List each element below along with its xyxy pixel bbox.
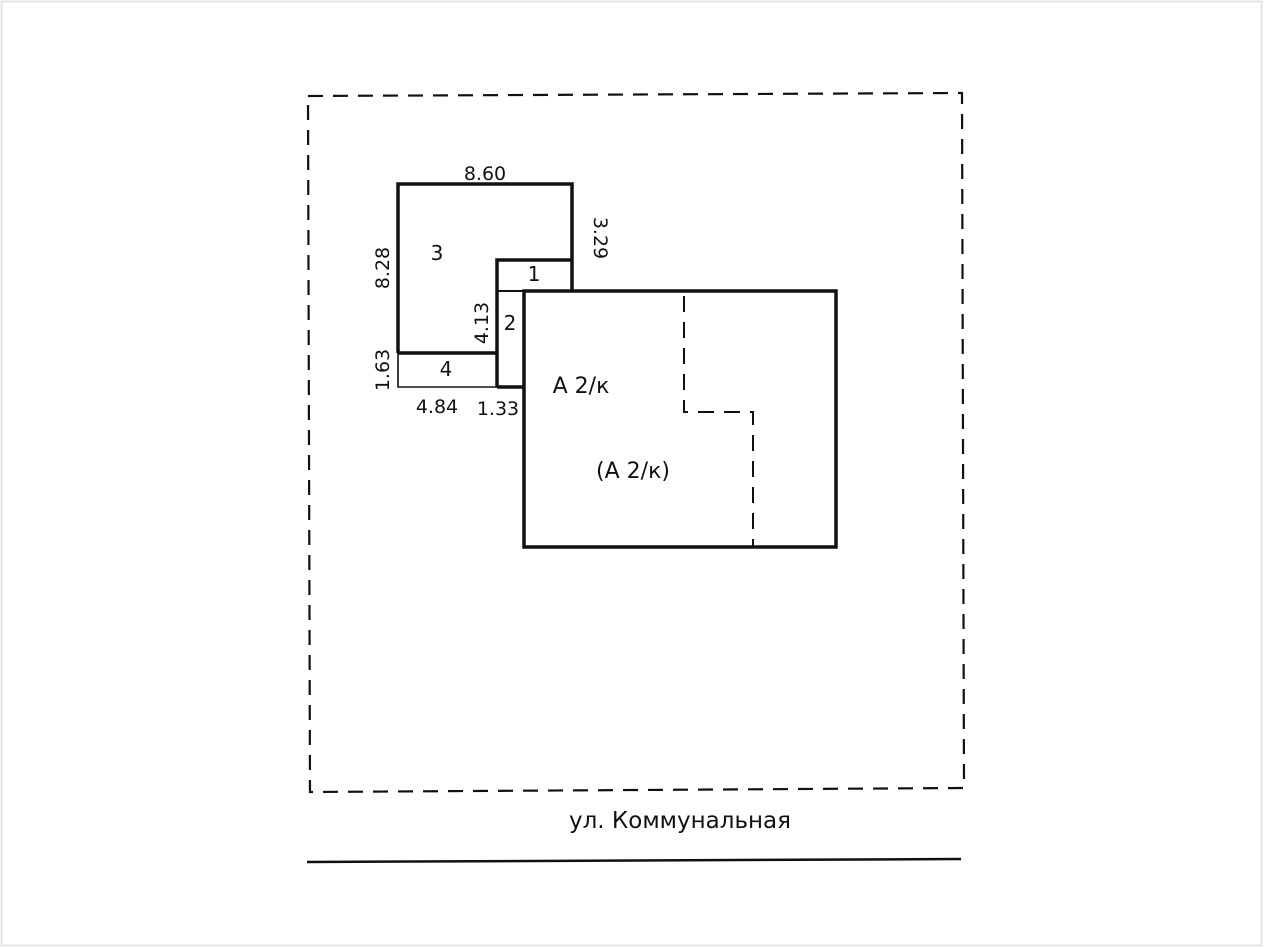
room-1-label: 1 bbox=[528, 262, 541, 286]
room-3-label: 3 bbox=[431, 241, 444, 265]
building-label: А 2/к bbox=[553, 374, 610, 399]
building-label-alt: (А 2/к) bbox=[596, 459, 670, 484]
main-building-inner-dashed bbox=[683, 296, 754, 547]
dim-bottom-left-height: 1.63 bbox=[372, 349, 394, 391]
street-label: ул. Коммунальная bbox=[569, 808, 791, 834]
annex-3-outline bbox=[396, 182, 574, 353]
room-2-label: 2 bbox=[504, 311, 517, 335]
dim-left-height: 8.28 bbox=[372, 247, 394, 289]
dim-right-upper: 3.29 bbox=[589, 217, 611, 259]
dim-small-width: 1.33 bbox=[477, 398, 519, 420]
lot-boundary bbox=[306, 91, 966, 794]
street-line bbox=[306, 857, 962, 864]
dim-top-width: 8.60 bbox=[464, 163, 506, 185]
room-1-outline bbox=[495, 258, 572, 291]
room-4-label: 4 bbox=[440, 357, 453, 381]
dim-inner-height: 4.13 bbox=[471, 302, 493, 344]
room-4-outline bbox=[397, 353, 497, 388]
dim-bottom-width: 4.84 bbox=[416, 396, 458, 418]
main-building-outline bbox=[522, 289, 838, 549]
